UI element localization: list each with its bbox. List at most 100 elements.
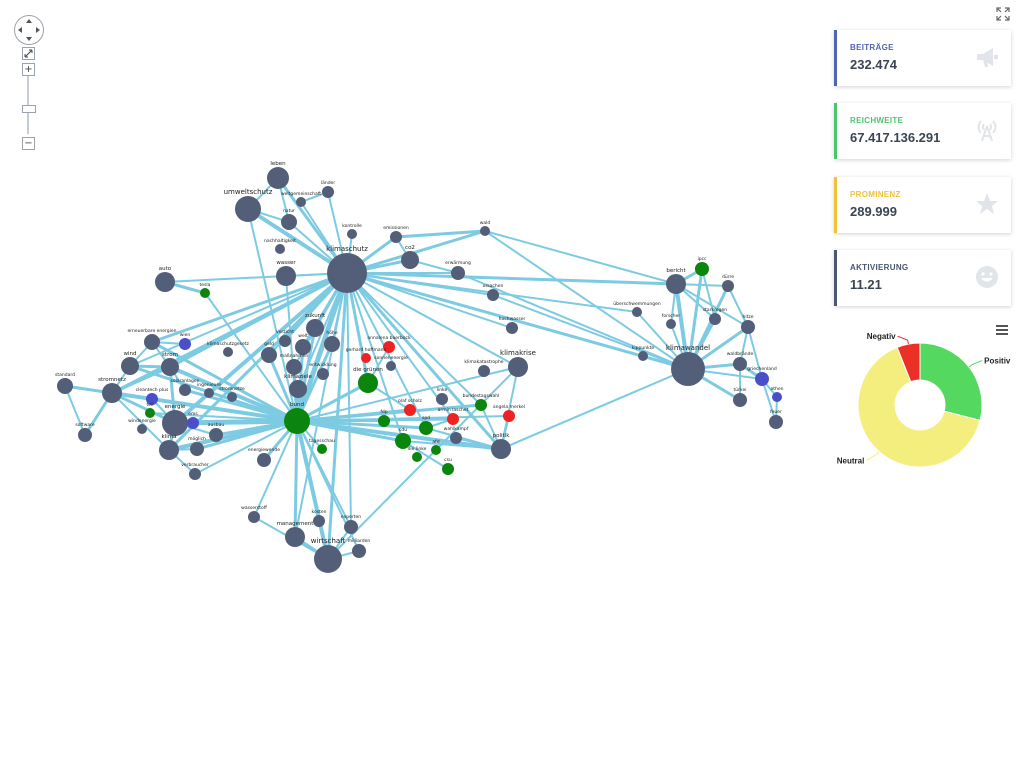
graph-node[interactable]: experten xyxy=(341,514,361,534)
graph-node[interactable]: erneuerbare energien xyxy=(127,328,177,350)
graph-node[interactable]: teil xyxy=(145,402,155,418)
graph-node[interactable]: tesla xyxy=(200,282,211,298)
graph-node[interactable]: griechenland xyxy=(747,366,777,386)
graph-node[interactable]: verbraucher xyxy=(181,462,209,480)
graph-node-circle[interactable] xyxy=(378,415,390,427)
graph-node[interactable]: klimaschutzgesetz xyxy=(207,341,250,357)
graph-node-circle[interactable] xyxy=(383,341,395,353)
graph-node[interactable]: wald xyxy=(480,220,491,236)
graph-node-circle[interactable] xyxy=(235,196,261,222)
graph-node[interactable]: ipcc xyxy=(695,256,709,276)
graph-node-circle[interactable] xyxy=(204,388,214,398)
graph-node-circle[interactable] xyxy=(395,433,411,449)
graph-node-circle[interactable] xyxy=(344,520,358,534)
graph-node[interactable]: klimawandel xyxy=(666,344,710,386)
graph-node-circle[interactable] xyxy=(632,307,642,317)
graph-node-circle[interactable] xyxy=(475,399,487,411)
graph-node[interactable]: dürre xyxy=(722,274,734,292)
graph-node-circle[interactable] xyxy=(361,353,371,363)
graph-node[interactable]: fdp xyxy=(378,409,390,427)
graph-node-circle[interactable] xyxy=(289,380,307,398)
graph-node[interactable]: höhe xyxy=(324,330,340,352)
graph-node[interactable]: hitze xyxy=(741,314,755,334)
graph-node[interactable]: länder xyxy=(321,180,335,198)
graph-node-circle[interactable] xyxy=(137,424,147,434)
graph-node[interactable]: bericht xyxy=(666,268,687,294)
graph-node-circle[interactable] xyxy=(296,197,306,207)
graph-node[interactable]: tagesschau xyxy=(309,438,335,454)
keyword-network-graph[interactable]: klimaschutzbundklimawandelwirtschaftumwe… xyxy=(0,0,820,600)
graph-node[interactable]: solaranlagen xyxy=(170,378,200,396)
graph-node-circle[interactable] xyxy=(121,357,139,375)
zoom-slider-handle[interactable] xyxy=(22,104,36,113)
graph-node-circle[interactable] xyxy=(314,545,342,573)
graph-node-circle[interactable] xyxy=(267,167,289,189)
graph-node[interactable]: ursachen xyxy=(483,283,504,301)
graph-node[interactable]: forscher xyxy=(662,313,681,329)
graph-node-circle[interactable] xyxy=(404,404,416,416)
graph-node[interactable]: kippunkte xyxy=(632,345,655,361)
graph-node-circle[interactable] xyxy=(281,214,297,230)
graph-node-circle[interactable] xyxy=(503,410,515,422)
graph-node[interactable]: co2 xyxy=(401,245,419,269)
graph-node[interactable]: möglich xyxy=(188,436,206,456)
pan-right-icon[interactable] xyxy=(36,27,40,33)
graph-node-circle[interactable] xyxy=(102,383,122,403)
graph-node-circle[interactable] xyxy=(352,544,366,558)
graph-node-circle[interactable] xyxy=(179,338,191,350)
graph-node[interactable]: entwicklung xyxy=(309,362,337,380)
graph-node-circle[interactable] xyxy=(161,358,179,376)
graph-node-circle[interactable] xyxy=(187,417,199,429)
graph-node[interactable]: bundestagswahl xyxy=(463,393,500,411)
graph-node-circle[interactable] xyxy=(279,335,291,347)
graph-node[interactable]: kosten xyxy=(312,509,327,527)
graph-node[interactable]: management xyxy=(277,521,315,547)
graph-node-circle[interactable] xyxy=(769,415,783,429)
graph-node-circle[interactable] xyxy=(401,251,419,269)
graph-node-circle[interactable] xyxy=(322,186,334,198)
graph-node-circle[interactable] xyxy=(275,244,285,254)
graph-node[interactable]: armin laschet xyxy=(438,407,469,425)
graph-node-circle[interactable] xyxy=(179,384,191,396)
graph-node-circle[interactable] xyxy=(57,378,73,394)
graph-node-circle[interactable] xyxy=(317,444,327,454)
pan-control[interactable] xyxy=(14,15,44,45)
graph-node[interactable]: nachhaltigkeit xyxy=(264,238,296,254)
graph-node-circle[interactable] xyxy=(327,253,367,293)
graph-node-circle[interactable] xyxy=(695,262,709,276)
graph-node[interactable]: zukunft xyxy=(305,313,326,337)
graph-node[interactable]: starkregen xyxy=(703,307,727,325)
graph-node[interactable]: umweltschutz xyxy=(224,188,273,222)
graph-node[interactable]: türkei xyxy=(733,387,747,407)
graph-node[interactable]: energie xyxy=(162,404,188,436)
graph-node[interactable]: windenergie xyxy=(128,418,156,434)
graph-node[interactable]: ems xyxy=(187,412,199,429)
graph-node[interactable]: klimakatastrophe xyxy=(464,359,504,377)
graph-node[interactable]: ingenieure xyxy=(197,382,221,398)
graph-node-circle[interactable] xyxy=(772,392,782,402)
graph-node-circle[interactable] xyxy=(159,440,179,460)
graph-node[interactable]: csu xyxy=(442,458,454,475)
donut-slice[interactable] xyxy=(857,346,981,468)
graph-node-circle[interactable] xyxy=(487,289,499,301)
graph-node-circle[interactable] xyxy=(145,408,155,418)
graph-node[interactable]: wind xyxy=(121,351,139,375)
graph-node-circle[interactable] xyxy=(261,347,277,363)
graph-node[interactable]: klimaziele xyxy=(284,374,312,398)
graph-node[interactable]: die linke xyxy=(408,446,427,462)
zoom-in-button[interactable]: + xyxy=(22,63,35,76)
graph-node-circle[interactable] xyxy=(478,365,490,377)
graph-node[interactable]: bund xyxy=(284,402,310,434)
graph-node[interactable]: cleantech plus xyxy=(136,387,169,405)
graph-node[interactable]: klima xyxy=(159,434,179,460)
graph-node[interactable]: stromnetze xyxy=(219,386,245,402)
graph-node-circle[interactable] xyxy=(709,313,721,325)
graph-node-circle[interactable] xyxy=(447,413,459,425)
graph-node[interactable]: wasser xyxy=(276,260,296,286)
graph-node-circle[interactable] xyxy=(295,339,311,355)
graph-node-circle[interactable] xyxy=(284,408,310,434)
graph-node-circle[interactable] xyxy=(78,428,92,442)
graph-node[interactable]: klimaschutz xyxy=(326,245,368,293)
graph-node-circle[interactable] xyxy=(209,428,223,442)
graph-node[interactable]: geld xyxy=(261,341,277,363)
